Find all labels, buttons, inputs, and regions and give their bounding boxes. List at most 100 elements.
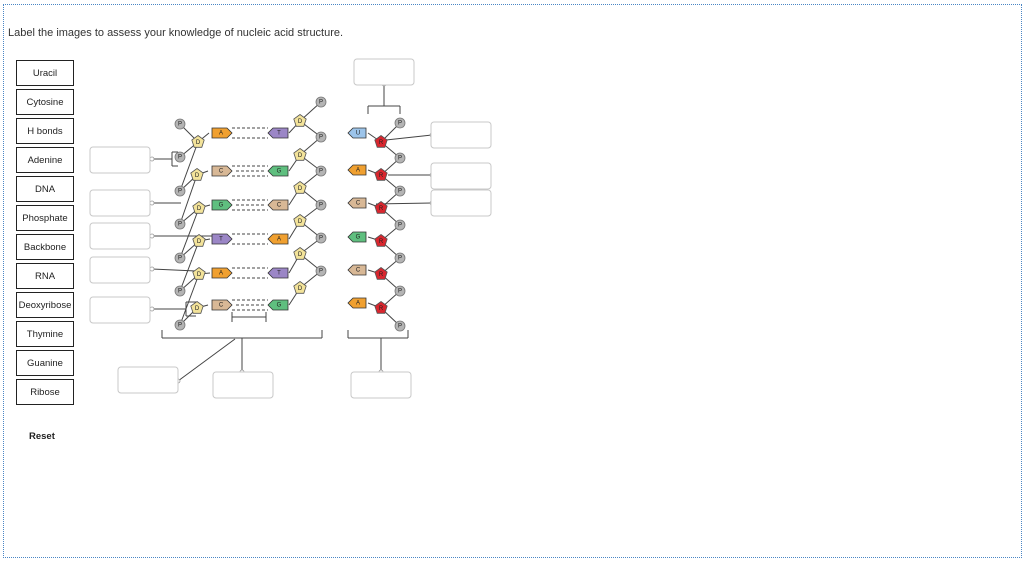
phosphate-label: P [398, 289, 402, 295]
phosphate-icon [174, 151, 186, 163]
phosphate-icon [315, 165, 327, 177]
drop-target-box[interactable] [430, 189, 492, 217]
backbone-line [179, 174, 198, 225]
deoxyribose-icon [293, 247, 307, 260]
adenine-base-icon [347, 297, 367, 309]
phosphate-label: P [398, 324, 402, 330]
adenine-base-label: A [277, 237, 281, 243]
adenine-base-label: A [219, 271, 223, 277]
deoxyribose-icon-label: D [197, 239, 202, 245]
uracil-base-icon [347, 127, 367, 139]
cytosine-base-label: C [356, 268, 361, 274]
deoxyribose-icon-label: D [298, 119, 303, 125]
connector-dot [149, 306, 155, 312]
phosphate-label: P [319, 135, 323, 141]
term-h-bonds[interactable]: H bonds [16, 118, 74, 144]
guanine-base-label: G [277, 169, 282, 175]
term-uracil[interactable]: Uracil [16, 60, 74, 86]
deoxyribose-icon-label: D [195, 173, 200, 179]
cytosine-base-icon [347, 264, 367, 276]
deoxyribose-icon-label: D [298, 219, 303, 225]
term-guanine[interactable]: Guanine [16, 350, 74, 376]
term-ribose[interactable]: Ribose [16, 379, 74, 405]
deoxyribose-icon-label: D [298, 186, 303, 192]
drop-target-box[interactable] [350, 371, 412, 399]
phosphate-label: P [178, 222, 182, 228]
term-adenine[interactable]: Adenine [16, 147, 74, 173]
term-cytosine[interactable]: Cytosine [16, 89, 74, 115]
phosphate-icon [394, 185, 406, 197]
drop-target-box[interactable] [89, 189, 151, 217]
phosphate-icon [315, 232, 327, 244]
backbone-line [179, 273, 200, 326]
deoxyribose-icon [190, 301, 204, 314]
phosphate-label: P [319, 169, 323, 175]
term-backbone[interactable]: Backbone [16, 234, 74, 260]
drop-target-box[interactable] [353, 58, 415, 86]
drop-target-box[interactable] [89, 146, 151, 174]
backbone-line [179, 240, 200, 292]
thymine-base-label: T [219, 237, 223, 243]
uracil-base-label: U [356, 131, 360, 137]
ribose-icon [374, 201, 388, 214]
ribose-icon-label: R [379, 173, 384, 179]
leader-line [385, 134, 433, 141]
phosphate-icon [315, 96, 327, 108]
adenine-base-label: A [356, 168, 360, 174]
phosphate-label: P [319, 100, 323, 106]
phosphate-icon [174, 285, 186, 297]
phosphate-icon [394, 285, 406, 297]
deoxyribose-icon-label: D [298, 153, 303, 159]
term-phosphate[interactable]: Phosphate [16, 205, 74, 231]
cytosine-base-label: C [219, 169, 224, 175]
adenine-base-label: A [219, 131, 223, 137]
deoxyribose-icon [192, 267, 206, 280]
term-rna[interactable]: RNA [16, 263, 74, 289]
instruction-text: Label the images to assess your knowledg… [8, 27, 344, 39]
activity-frame [3, 4, 1022, 558]
term-dna[interactable]: DNA [16, 176, 74, 202]
deoxyribose-icon-label: D [195, 306, 200, 312]
drop-target-box[interactable] [212, 371, 274, 399]
drop-targets [89, 58, 492, 399]
drop-target-box[interactable] [89, 222, 151, 250]
cytosine-base-label: C [356, 201, 361, 207]
phosphate-label: P [178, 122, 182, 128]
phosphate-label: P [178, 189, 182, 195]
ribose-icon-label: R [379, 140, 384, 146]
phosphate-icon [174, 218, 186, 230]
guanine-base-label: G [356, 235, 361, 241]
drop-target-box[interactable] [117, 366, 179, 394]
phosphate-icon [174, 185, 186, 197]
term-thymine[interactable]: Thymine [16, 321, 74, 347]
connector-dot [149, 156, 155, 162]
phosphate-icon [315, 199, 327, 211]
guanine-base-icon [347, 231, 367, 243]
deoxyribose-icon-label: D [298, 286, 303, 292]
drop-target-box[interactable] [430, 162, 492, 190]
drop-target-box[interactable] [430, 121, 492, 149]
phosphate-icon [394, 320, 406, 332]
term-deoxyribose[interactable]: Deoxyribose [16, 292, 74, 318]
phosphate-icon [394, 117, 406, 129]
phosphate-icon [174, 252, 186, 264]
drop-target-box[interactable] [89, 296, 151, 324]
phosphate-label: P [398, 121, 402, 127]
cytosine-base-label: C [277, 203, 282, 209]
deoxyribose-icon-label: D [196, 140, 201, 146]
phosphate-label: P [398, 156, 402, 162]
reset-button[interactable]: Reset [29, 431, 55, 442]
drop-target-box[interactable] [89, 256, 151, 284]
guanine-base-icon [267, 299, 289, 311]
phosphate-label: P [178, 155, 182, 161]
guanine-base-label: G [219, 203, 224, 209]
phosphate-icon [174, 319, 186, 331]
thymine-base-icon [211, 233, 233, 245]
deoxyribose-icon [192, 201, 206, 214]
cytosine-base-label: C [219, 303, 224, 309]
ribose-icon-label: R [379, 272, 384, 278]
thymine-base-icon [267, 267, 289, 279]
thymine-base-label: T [277, 271, 281, 277]
